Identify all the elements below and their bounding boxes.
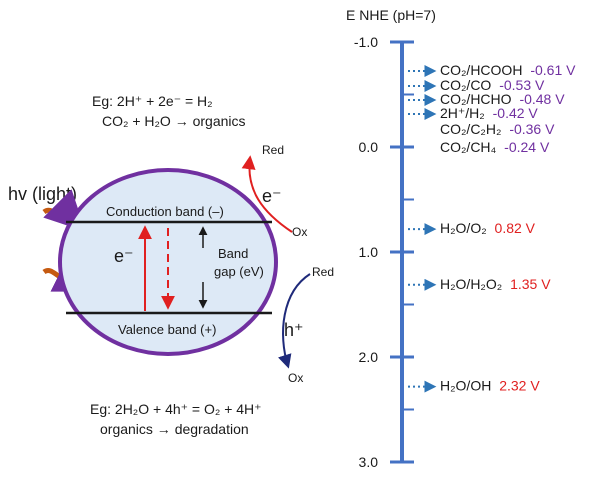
- vb-red-label: Red: [312, 265, 334, 279]
- axis-tick-label: 1.0: [359, 244, 379, 260]
- redox-potential-value: -0.61 V: [530, 62, 576, 78]
- oxidation-example-line1: Eg: 2H₂O + 4h⁺ = O₂ + 4H⁺: [90, 401, 262, 417]
- band-gap-label-line1: Band: [218, 246, 248, 261]
- hole-symbol: h⁺: [284, 320, 304, 340]
- redox-potential-value: -0.42 V: [493, 105, 539, 121]
- redox-couple-label: CO₂/HCOOH -0.61 V: [440, 62, 576, 78]
- axis-tick-label: 0.0: [359, 139, 379, 155]
- redox-couple-name: CO₂/CO: [440, 77, 495, 93]
- redox-couple-label: CO₂/HCHO -0.48 V: [440, 91, 565, 107]
- redox-potential-value: 0.82 V: [495, 220, 536, 236]
- electron-symbol-outside: e⁻: [262, 186, 282, 206]
- redox-couple-label: H₂O/O₂ 0.82 V: [440, 220, 536, 236]
- valence-band-label: Valence band (+): [118, 322, 216, 337]
- axis-tick-label: 2.0: [359, 349, 379, 365]
- axis-tick-label: -1.0: [354, 34, 378, 50]
- vb-ox-label: Ox: [288, 371, 303, 385]
- cb-red-label: Red: [262, 143, 284, 157]
- redox-potential-value: -0.53 V: [499, 77, 545, 93]
- redox-couple-name: H₂O/O₂: [440, 220, 491, 236]
- redox-couple-name: CO₂/C₂H₂: [440, 121, 505, 137]
- reduction-example-line2: CO₂ + H₂O → organics: [102, 113, 246, 129]
- redox-couple-name: H₂O/H₂O₂: [440, 276, 506, 292]
- axis-title: E NHE (pH=7): [346, 7, 436, 23]
- oxidation-arrow: [277, 273, 311, 369]
- redox-couple-label: 2H⁺/H₂ -0.42 V: [440, 105, 538, 121]
- light-label: hv (light): [8, 184, 77, 204]
- redox-couple-name: CO₂/CH₄: [440, 139, 500, 155]
- redox-potential-value: -0.24 V: [504, 139, 550, 155]
- redox-couple-label: CO₂/CO -0.53 V: [440, 77, 545, 93]
- reduction-arrow: [241, 155, 293, 233]
- redox-couple-name: CO₂/HCHO: [440, 91, 515, 107]
- redox-couple-label: CO₂/CH₄ -0.24 V: [440, 139, 550, 155]
- redox-potential-value: 1.35 V: [510, 276, 551, 292]
- redox-couple-label: H₂O/OH 2.32 V: [440, 378, 540, 394]
- redox-couple-label: H₂O/H₂O₂ 1.35 V: [440, 276, 551, 292]
- redox-couple-name: 2H⁺/H₂: [440, 105, 489, 121]
- electron-symbol-inside: e⁻: [114, 246, 134, 266]
- redox-couple-label: CO₂/C₂H₂ -0.36 V: [440, 121, 555, 137]
- redox-potential-value: 2.32 V: [499, 378, 540, 394]
- redox-potential-value: -0.48 V: [519, 91, 565, 107]
- axis-tick-label: 3.0: [359, 454, 379, 470]
- reduction-example-line1: Eg: 2H⁺ + 2e⁻ = H₂: [92, 93, 213, 109]
- band-gap-label-line2: gap (eV): [214, 264, 264, 279]
- redox-potential-value: -0.36 V: [509, 121, 555, 137]
- oxidation-example-line2: organics → degradation: [100, 421, 249, 437]
- conduction-band-label: Conduction band (–): [106, 204, 224, 219]
- redox-couple-name: CO₂/HCOOH: [440, 62, 526, 78]
- cb-ox-label: Ox: [292, 225, 307, 239]
- redox-couple-name: H₂O/OH: [440, 378, 495, 394]
